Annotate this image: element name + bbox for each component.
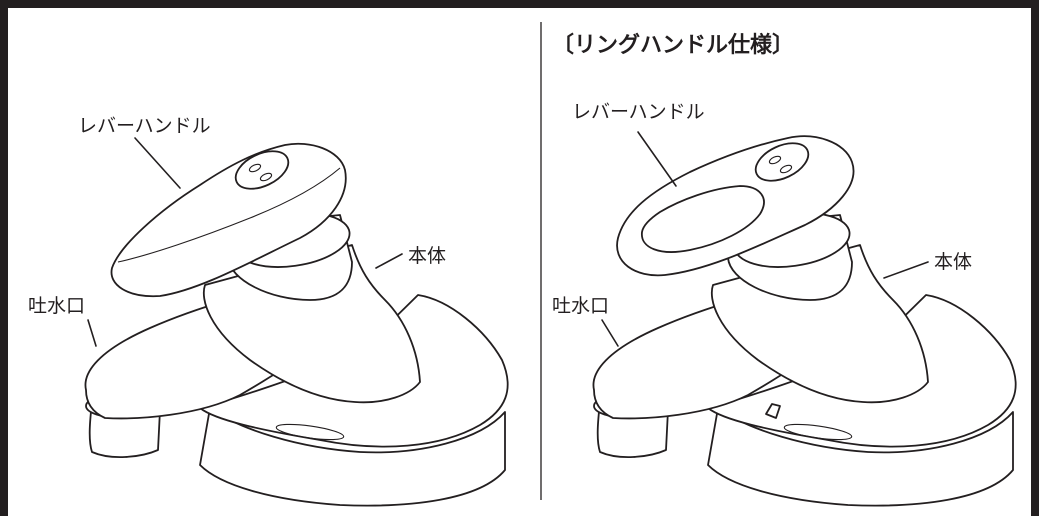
left-leader-spout <box>87 319 97 347</box>
right-faucet <box>592 135 1017 507</box>
right-label-spout: 吐水口 <box>552 295 609 317</box>
right-label-lever-handle: レバーハンドル <box>572 101 705 123</box>
right-cold-mark <box>779 164 793 174</box>
right-panel-title: 〔リングハンドル仕様〕 <box>552 32 794 58</box>
right-drain-slot <box>783 423 853 441</box>
left-leader-body <box>375 253 403 269</box>
left-lever-badge <box>234 150 290 190</box>
left-lever-edge <box>117 167 341 263</box>
left-label-lever-handle: レバーハンドル <box>78 115 211 137</box>
right-leader-spout <box>601 319 619 347</box>
left-faucet-base <box>199 407 506 507</box>
left-hot-mark <box>248 163 262 173</box>
right-leader-lever <box>637 131 677 187</box>
left-label-body: 本体 <box>408 245 446 267</box>
right-lever-badge <box>754 142 810 182</box>
right-faucet-base <box>707 407 1014 507</box>
right-ring-opening <box>641 185 765 253</box>
right-leader-body <box>883 261 929 279</box>
left-cold-mark <box>259 172 273 182</box>
left-leader-lever <box>134 137 181 189</box>
right-label-body: 本体 <box>934 251 972 273</box>
left-faucet <box>84 142 509 507</box>
left-label-spout: 吐水口 <box>28 295 85 317</box>
left-lever-handle[interactable] <box>110 142 347 298</box>
right-drain-knob <box>765 403 781 419</box>
left-drain-slot <box>275 423 345 441</box>
right-hot-mark <box>768 155 782 165</box>
